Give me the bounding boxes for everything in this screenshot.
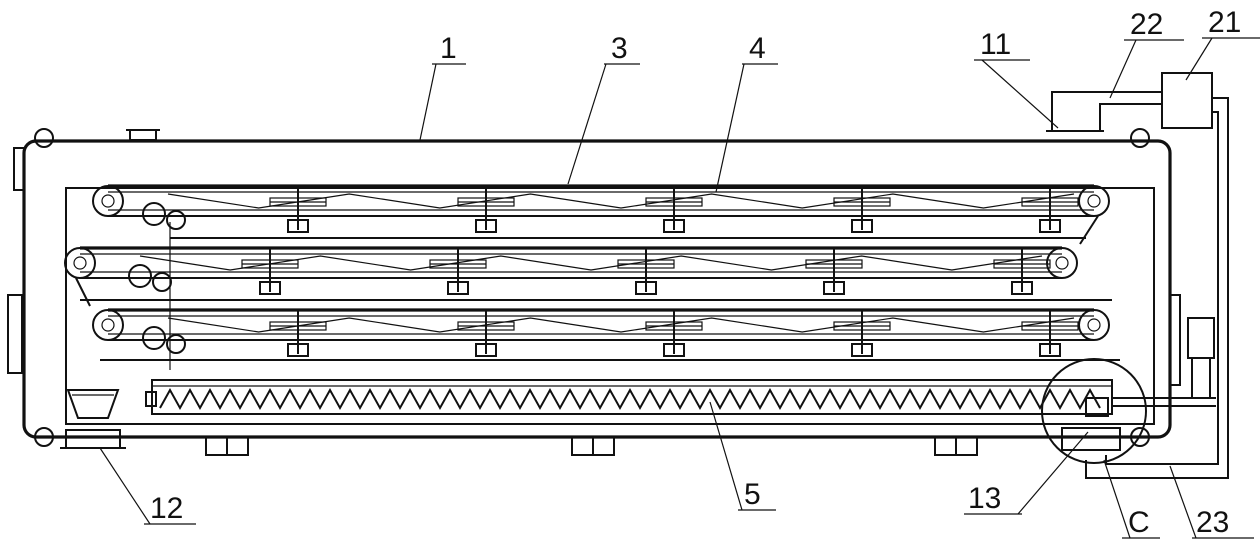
- screw-conveyor: [145, 379, 1113, 415]
- label-13: 13: [968, 482, 1001, 515]
- label-5: 5: [744, 478, 761, 511]
- label-21: 21: [1208, 6, 1241, 39]
- discharge-hopper: [60, 389, 126, 449]
- label-22: 22: [1130, 8, 1163, 41]
- callouts: 1 3 4 11 22 21 5 12 13 C 23: [150, 6, 1241, 539]
- motor: [1187, 317, 1215, 359]
- label-4: 4: [749, 32, 766, 65]
- label-11: 11: [980, 28, 1011, 61]
- label-23: 23: [1196, 506, 1229, 539]
- belt-tier: [92, 308, 1110, 357]
- belt-tier: [92, 184, 1110, 245]
- label-12: 12: [150, 492, 183, 525]
- belt-tier: [64, 246, 1078, 307]
- blower-unit: [1161, 72, 1213, 129]
- label-3: 3: [611, 32, 628, 65]
- leader-lines: [99, 37, 1260, 539]
- housing: [7, 128, 1181, 456]
- label-1: 1: [440, 32, 457, 65]
- air-circulation-system: [1046, 72, 1229, 479]
- conveyor-belts: [64, 184, 1120, 370]
- detail-c: [1041, 358, 1147, 464]
- label-c: C: [1128, 506, 1150, 539]
